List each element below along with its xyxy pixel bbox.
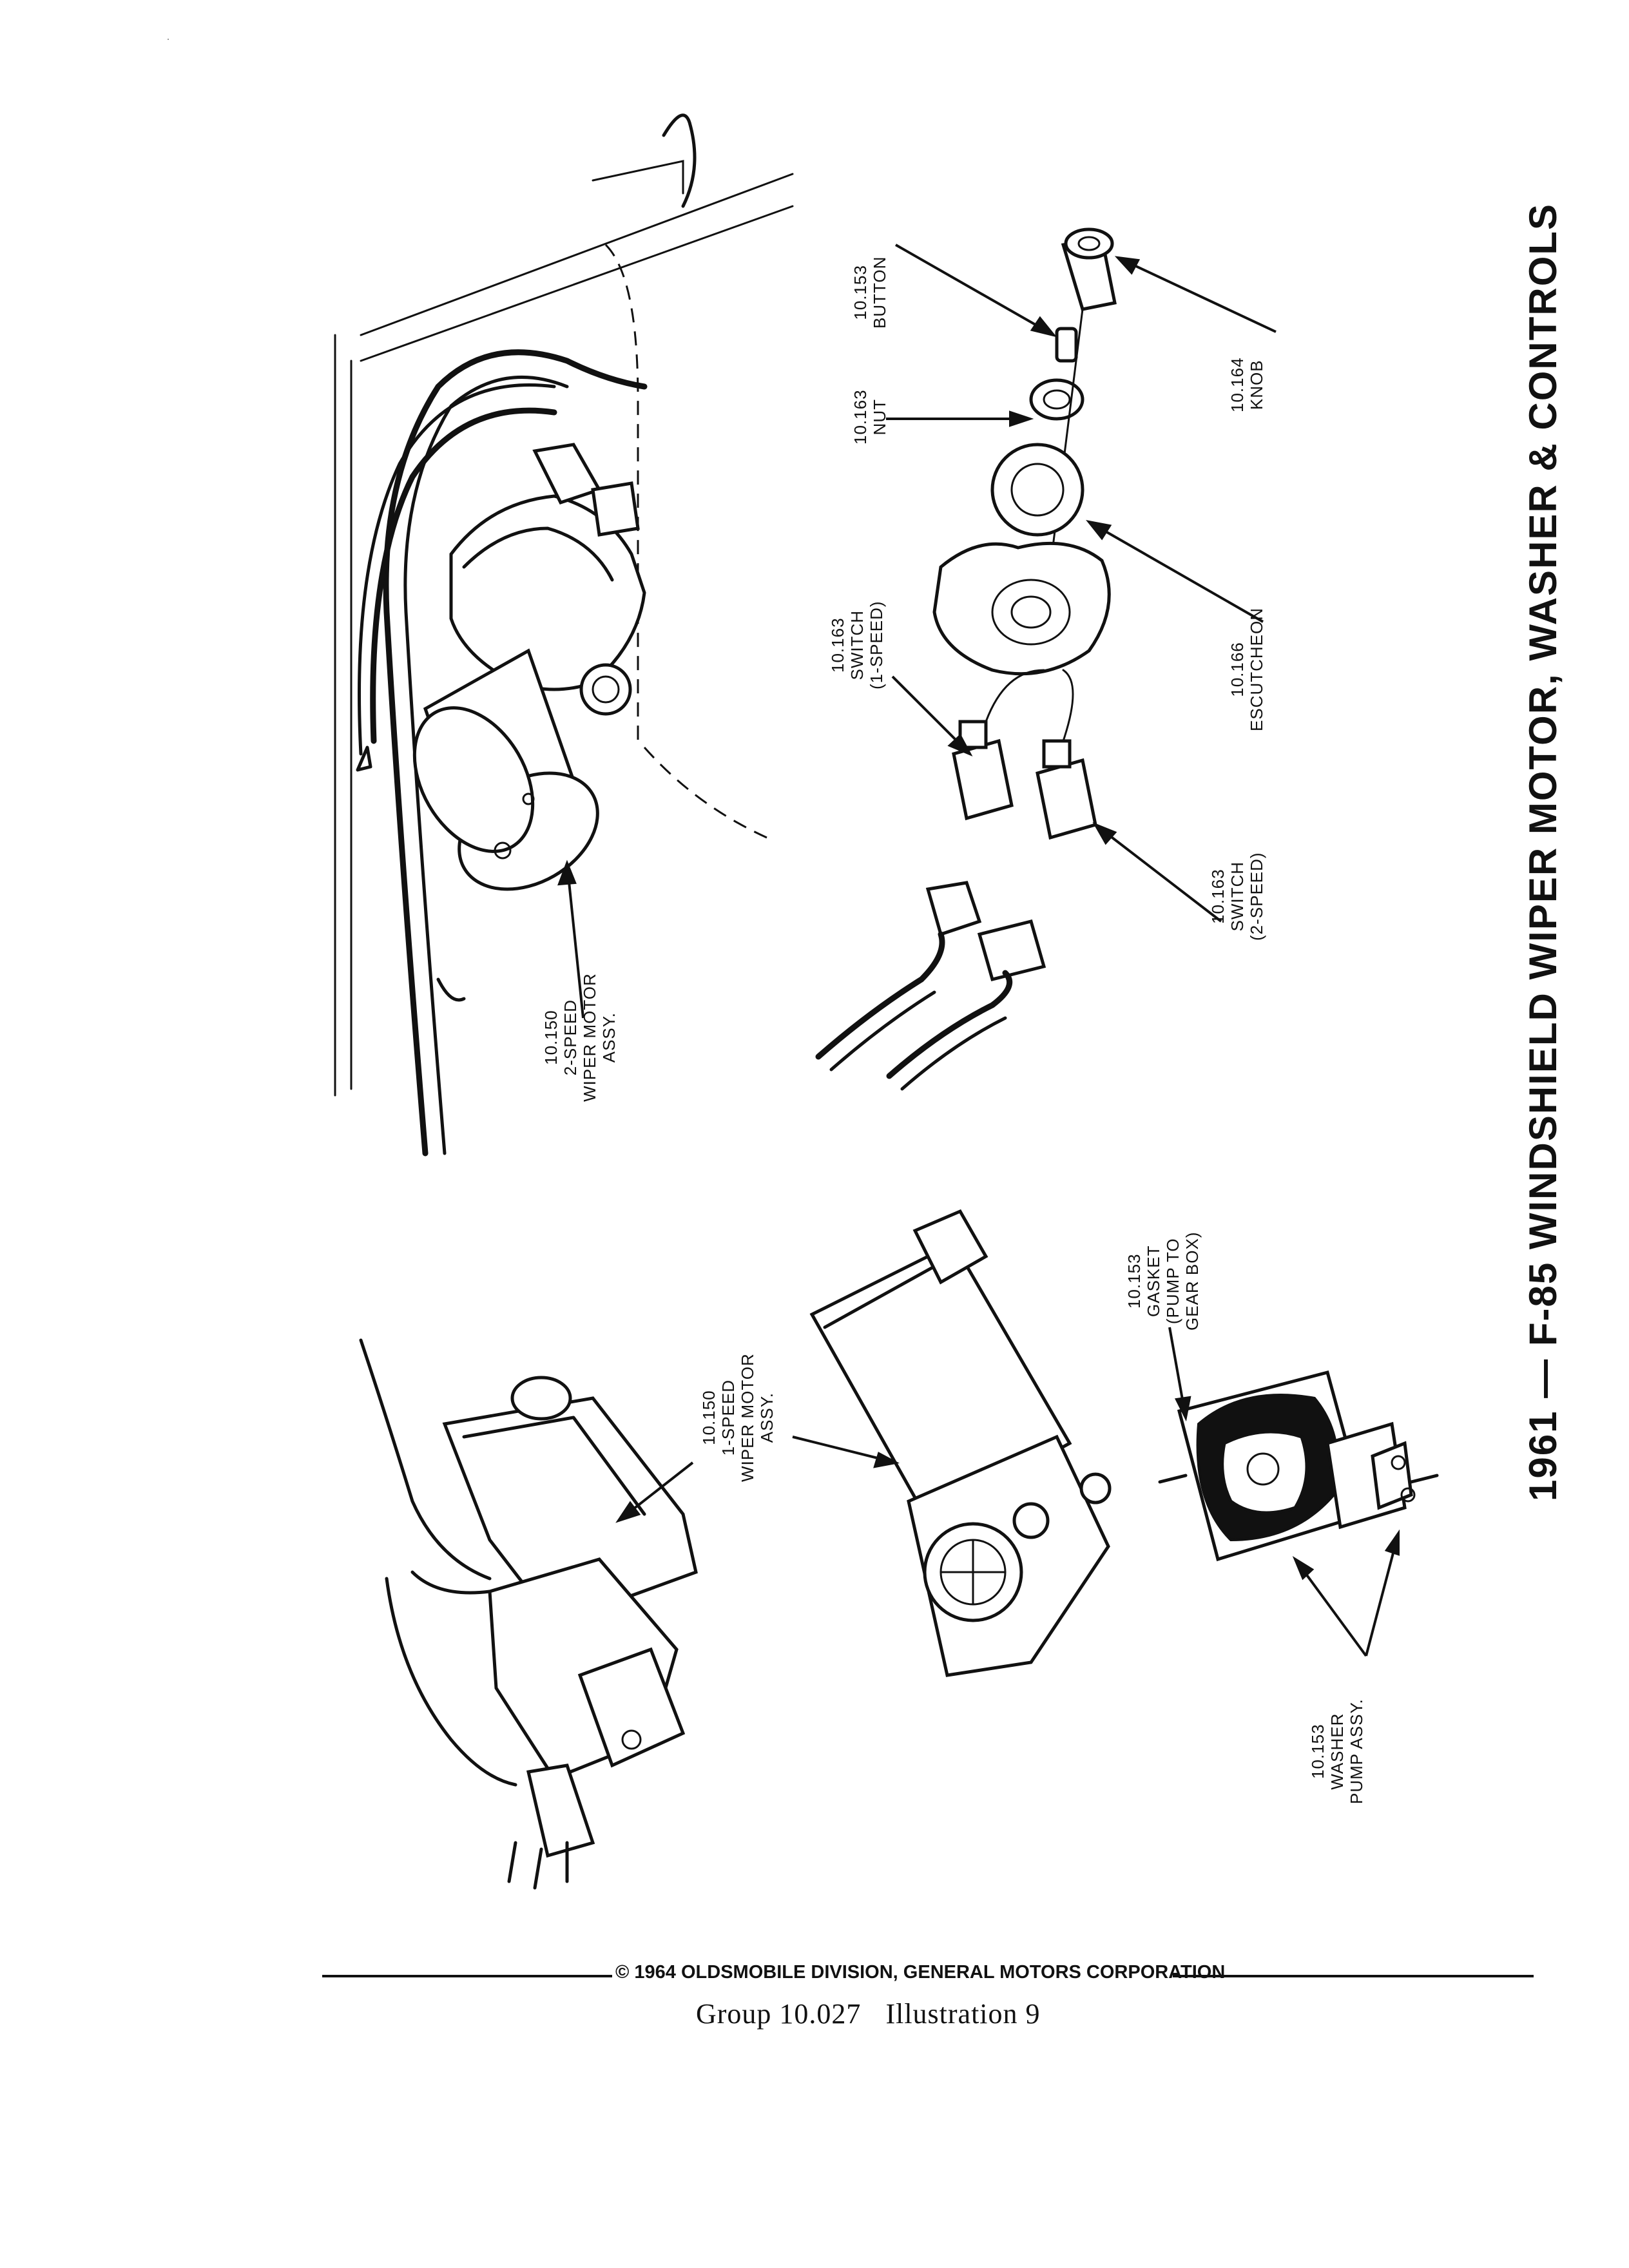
callout-2-speed-wiper-motor: 10.150 2-SPEED WIPER MOTOR ASSY. [541, 973, 619, 1102]
callout-knob: 10.164 KNOB [1228, 357, 1266, 412]
switch-knob-assembly [815, 227, 1277, 1091]
washer-pump-gasket [1158, 1327, 1439, 1657]
copyright-row: © 1964 OLDSMOBILE DIVISION, GENERAL MOTO… [322, 1962, 1534, 1988]
illustration-number: Illustration 9 [885, 1998, 1041, 2030]
page-title: 1961 — F-85 WINDSHIELD WIPER MOTOR, WASH… [1521, 202, 1565, 1501]
callout-1-speed-wiper-motor: 10.150 1-SPEED WIPER MOTOR ASSY. [699, 1353, 776, 1482]
callout-escutcheon: 10.166 ESCUTCHEON [1228, 607, 1266, 731]
callout-nut: 10.163 NUT [851, 389, 889, 445]
illustration-caption: Group 10.027 Illustration 9 [696, 1997, 1065, 2030]
callout-gasket: 10.153 GASKET (PUMP TO GEAR BOX) [1124, 1231, 1202, 1331]
footer-rule-right [1173, 1975, 1534, 1977]
callout-switch-2-speed: 10.163 SWITCH (2-SPEED) [1208, 852, 1266, 941]
callout-button: 10.153 BUTTON [851, 256, 889, 329]
group-number: Group 10.027 [696, 1998, 862, 2030]
callout-washer-pump: 10.153 WASHER PUMP ASSY. [1308, 1698, 1366, 1804]
footer-rule-left [322, 1975, 612, 1977]
callout-switch-1-speed: 10.163 SWITCH (1-SPEED) [828, 601, 886, 689]
two-speed-motor-installation [334, 113, 794, 1157]
copyright-text: © 1964 OLDSMOBILE DIVISION, GENERAL MOTO… [615, 1962, 1226, 1983]
one-speed-motor-assembly [359, 1209, 1112, 1890]
